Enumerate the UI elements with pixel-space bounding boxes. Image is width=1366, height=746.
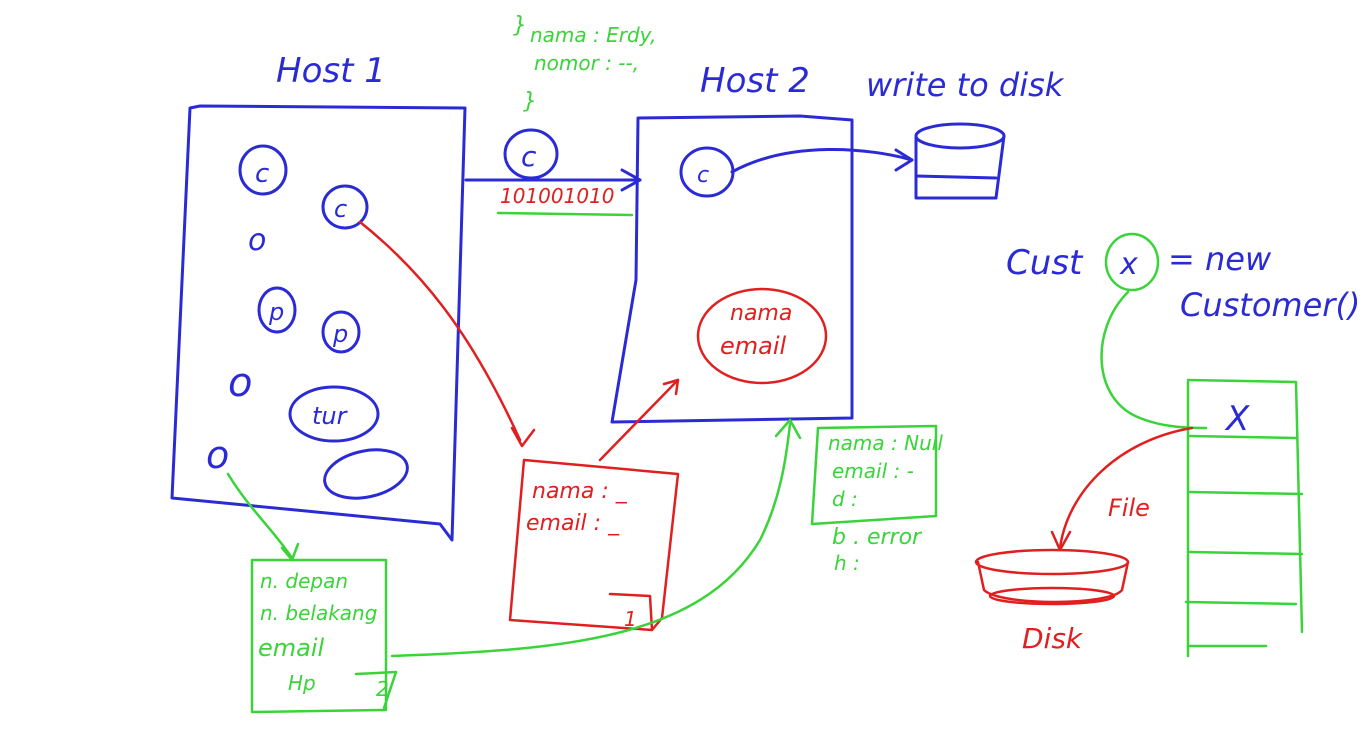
disk-write: write to disk [866,66,1065,200]
c-to-record-arrowhead [510,426,536,448]
json-note-open: } [513,13,527,38]
host1-record-page: 2 [376,677,389,701]
host2-table: nama : Null email : - d : b . error h : [810,424,943,575]
host1-object-c2-shape [321,184,369,230]
file-stack-row-2 [1188,490,1304,496]
host1-record-frame [250,558,388,714]
file-stack: X File [1050,290,1304,658]
host1-title: Host 1 [276,51,386,91]
host2-record-line2: email [720,332,787,360]
host2-box [610,114,854,424]
host2-title: Host 2 [700,61,810,101]
host1-record-field-3: email [258,634,325,662]
transfer: } nama : Erdy, nomor : --, } c 101001010 [464,13,656,217]
json-note-line2: nomor : --, [534,51,639,75]
host2-table-field-5: h : [834,551,860,575]
host1-object-p2: p [332,320,348,348]
host2: Host 2 c nama email [610,61,914,424]
file-stack-row-4 [1184,600,1298,606]
host1-record-field-1: n. depan [260,569,348,593]
record-to-host2-arrowhead [774,418,802,440]
code-line1: Cust [1006,243,1084,283]
host1-object-p2-shape [321,310,361,354]
host2-object: c [697,163,709,188]
host2-table-field-4: b . error [832,525,923,550]
code-var-shape [1104,232,1160,292]
file-stack-mark: X [1224,399,1250,439]
transfer-object-shape [503,128,559,180]
c-to-record-arrow [358,220,522,442]
host1-object-o1: o [248,223,266,258]
disk: Disk [974,548,1130,655]
file-stack-row-1 [1188,434,1298,440]
host1-object-blob [323,448,409,500]
host1-box [170,104,467,542]
o-to-record-arrow [226,472,294,560]
write-arrow [730,148,914,174]
transfer-arrowhead [620,168,642,192]
disk-inner [988,586,1116,606]
disk-top [974,548,1130,576]
host1-record-page-corner [354,670,398,710]
json-note-line1: nama : Erdy, [530,23,656,47]
file-stack-row-3 [1188,550,1304,556]
red-record-field-2: email : _ [526,511,620,536]
red-record-page: 1 [624,607,637,631]
code-line3: Customer() [1180,286,1360,324]
file-to-disk-arrow [1058,426,1194,550]
host2-record-line1: nama [730,301,792,326]
host1-object-o2: o [228,360,252,406]
disk-body [976,560,1130,604]
host2-table-frame [810,424,938,526]
host1-object-c1: c [255,159,269,189]
file-stack-frame [1186,378,1304,634]
red-record-field-1: nama : _ [532,479,628,504]
disk-icon-top [914,122,1006,150]
record-to-host2-arrow [390,422,792,658]
code-line2: = new [1168,240,1272,278]
host1-object-tur-shape [288,385,380,443]
host1-record-field-4: Hp [288,671,316,695]
host1-object-tur: tur [312,402,349,430]
host1-object-c2: c [334,195,347,223]
red-record-frame [508,458,680,632]
file-label: File [1108,494,1150,522]
json-note-close: } [523,89,537,114]
host2-table-field-2: email : - [832,459,914,483]
transfer-object: c [521,140,537,173]
disk-icon-body [914,134,1006,200]
code-var: x [1119,247,1138,282]
host2-table-field-3: d : [832,487,858,511]
disk-icon-line [914,174,998,180]
o-to-record-arrowhead [280,542,300,562]
record-to-host2-arrow [598,378,680,462]
transfer-underline [496,211,634,217]
red-record: nama : _ email : _ 1 [358,220,680,632]
host1-object-o3: o [206,433,229,477]
host1-record-field-2: n. belakang [260,601,377,625]
write-arrowhead [894,148,914,172]
host1-object-c1-shape [238,144,288,196]
host1: Host 1 c c o p p o o tur [170,51,467,542]
host1-object-p1-shape [257,286,297,334]
record-to-host2-arrowhead [662,378,680,396]
host2-record-shape [696,287,828,385]
var-to-stack-arrow [1100,290,1208,430]
host1-object-p1: p [268,298,284,326]
code-snippet: Cust x = new Customer() [1006,232,1360,324]
disk-label: Disk [1022,622,1084,655]
transfer-bits: 101001010 [500,184,615,208]
host1-record: n. depan n. belakang email Hp 2 [226,418,802,714]
red-record-page-corner [608,592,654,632]
write-to-disk-label: write to disk [866,66,1065,104]
host2-table-field-1: nama : Null [828,431,943,455]
